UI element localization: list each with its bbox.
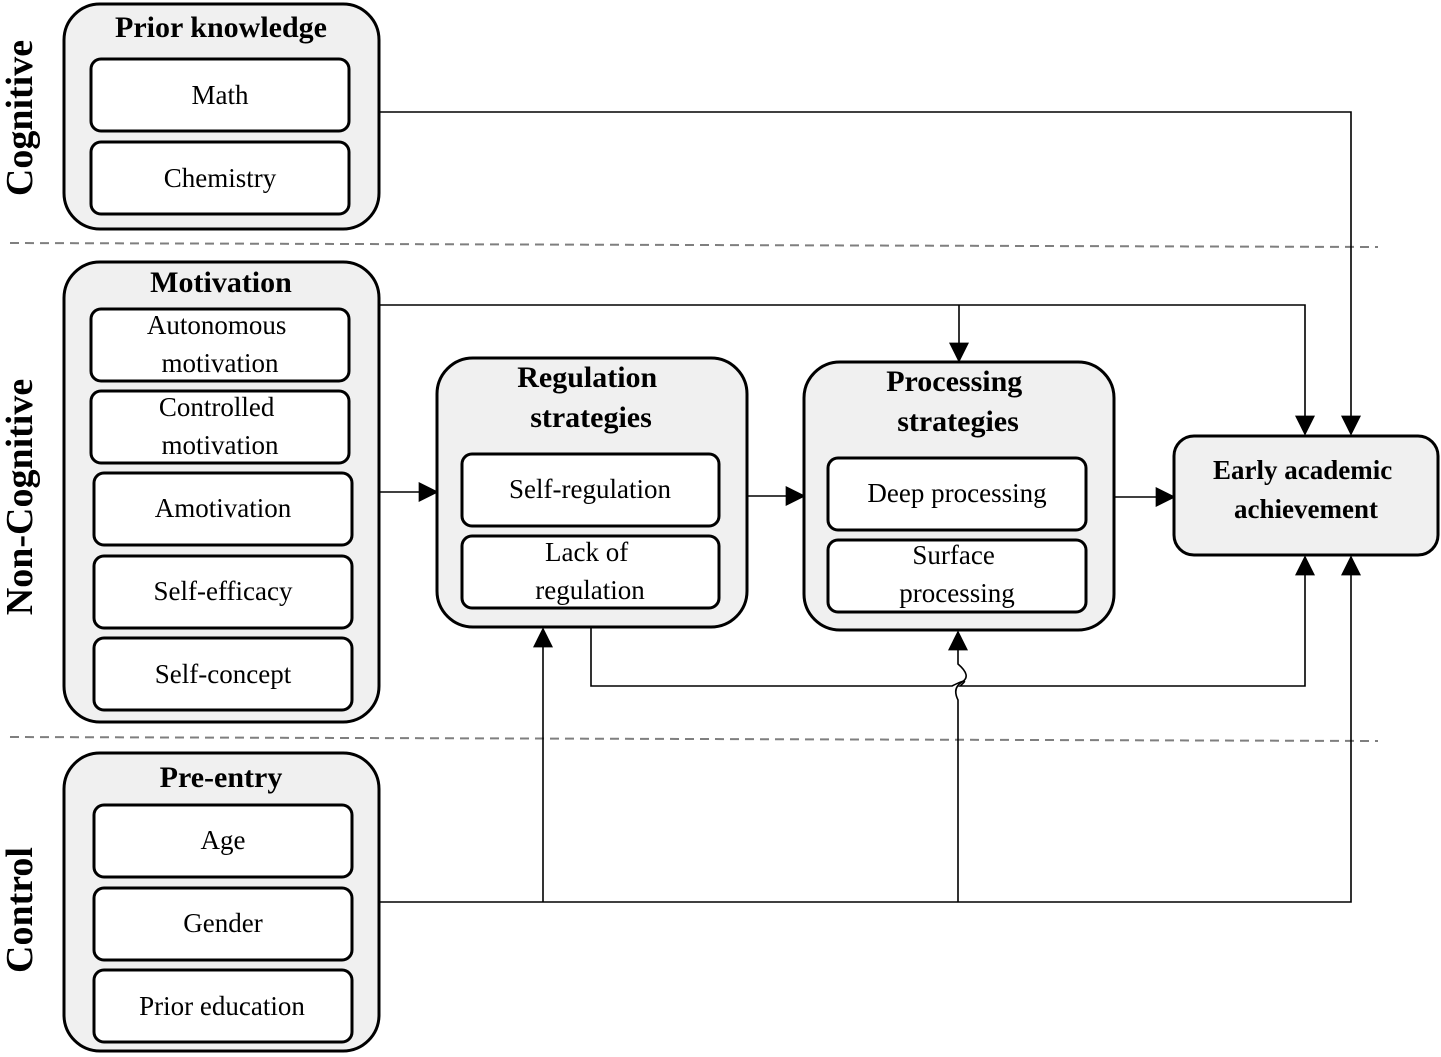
section-label-non-cognitive: Non-Cognitive (0, 379, 41, 615)
processing-strategies-group: Processing strategies Deep processing Su… (802, 360, 1116, 632)
section-label-control: Control (0, 847, 41, 973)
arrow-motivation-to-achievement (379, 304, 1315, 436)
early-academic-achievement-box: Early academic achievement (1172, 434, 1440, 557)
motivation-item-autonomous: Autonomous motivation (147, 310, 293, 378)
prior-knowledge-group: Prior knowledge Math Chemistry (62, 2, 381, 231)
processing-item-deep: Deep processing (867, 478, 1046, 508)
motivation-item-self-concept: Self-concept (155, 659, 292, 689)
motivation-item-self-efficacy: Self-efficacy (154, 576, 293, 606)
connectors (379, 111, 1361, 903)
motivation-item-controlled: Controlled motivation (159, 392, 281, 460)
prior-knowledge-item-math: Math (192, 80, 249, 110)
prior-knowledge-title: Prior knowledge (115, 11, 327, 44)
regulation-item-self-regulation: Self-regulation (509, 474, 671, 504)
motivation-title: Motivation (150, 266, 292, 299)
arrow-pre-entry-to-achievement (379, 555, 1361, 903)
divider-cognitive-noncognitive (9, 242, 1379, 248)
pre-entry-group: Pre-entry Age Gender Prior education (62, 751, 381, 1053)
arrow-pre-entry-to-processing (948, 630, 968, 902)
processing-title: Processing strategies (886, 365, 1030, 438)
motivation-item-amotivation: Amotivation (155, 493, 292, 523)
prior-knowledge-item-chemistry: Chemistry (164, 163, 277, 193)
pre-entry-title: Pre-entry (160, 761, 283, 794)
regulation-title: Regulation strategies (517, 361, 665, 434)
regulation-strategies-group: Regulation strategies Self-regulation La… (435, 356, 749, 629)
divider-noncognitive-control (9, 736, 1379, 742)
regulation-item-lack-of-regulation: Lack of regulation (535, 537, 645, 605)
section-label-cognitive: Cognitive (0, 40, 41, 196)
pre-entry-item-gender: Gender (183, 908, 262, 938)
pre-entry-item-prior-education: Prior education (139, 991, 305, 1021)
motivation-group: Motivation Autonomous motivation Control… (62, 260, 381, 724)
processing-item-surface: Surface processing (899, 540, 1014, 608)
outcome-title: Early academic achievement (1213, 455, 1399, 524)
pre-entry-item-age: Age (201, 825, 246, 855)
arrow-prior-knowledge-to-achievement (379, 111, 1361, 436)
